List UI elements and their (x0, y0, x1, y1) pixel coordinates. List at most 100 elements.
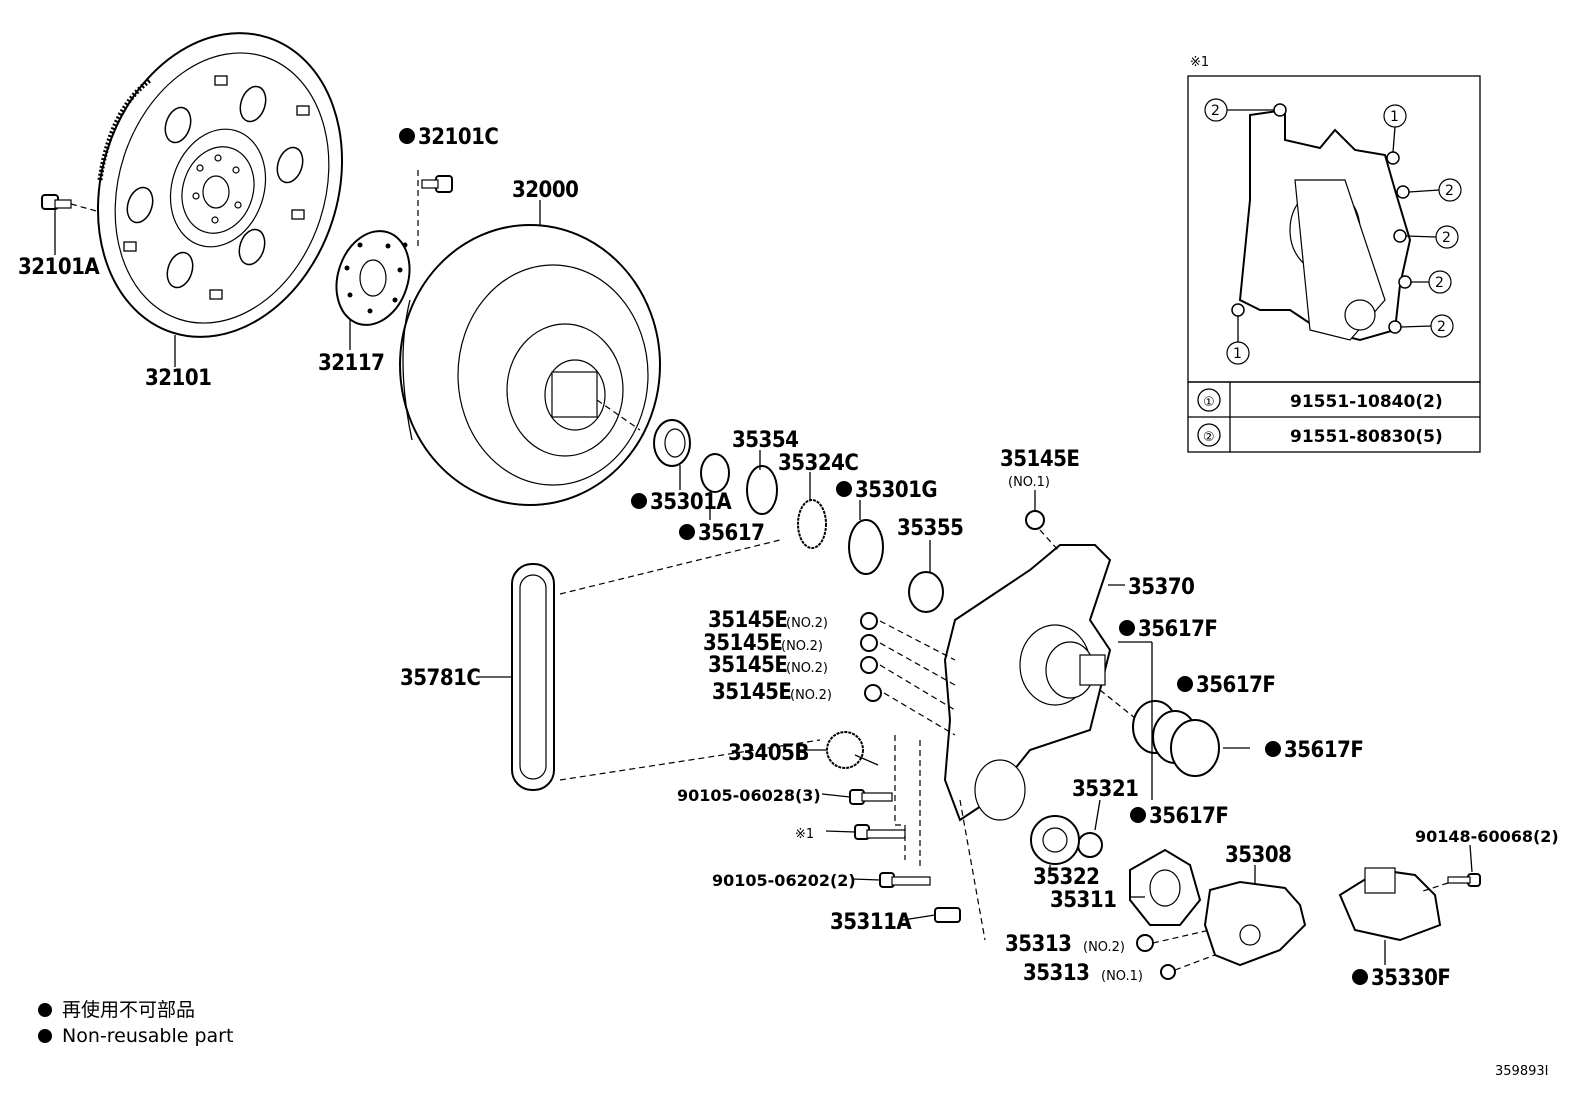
part-label-p90105_06202: 90105-06202(2) (712, 871, 856, 890)
part-label-p35617F_c: 35617F (1265, 738, 1364, 763)
part-number: 35145E (1000, 447, 1079, 472)
inset-detail (1187, 75, 1481, 453)
part-number: 35308 (1225, 843, 1291, 868)
legend-text-en: Non-reusable part (62, 1025, 233, 1047)
part-label-p35322: 35322 (1033, 865, 1100, 890)
part-label-p32101: 32101 (145, 366, 212, 391)
part-label-p35301G: 35301G (836, 478, 938, 503)
nonreusable-marker (631, 493, 647, 509)
part-number: 35617F (1196, 673, 1275, 698)
part-number: 32101A (18, 255, 100, 280)
legend-marker-en (38, 1029, 52, 1043)
part-labels: 32101A3210132101C32117320003535435324C35… (18, 125, 1559, 991)
bolts-90105 (849, 735, 986, 941)
inset-callout-number: 2 (1437, 319, 1446, 335)
part-number: 32101 (145, 366, 211, 391)
rotor-35322 (1030, 815, 1080, 865)
part-number: 35355 (897, 516, 963, 541)
nut-35145E-no1 (1025, 510, 1059, 551)
legend-marker-jp (38, 1003, 52, 1017)
part-label-p35311A: 35311A (830, 910, 913, 935)
part-label-p35145E_no1: 35145E (NO.1) (1000, 447, 1080, 490)
part-number: 35324C (778, 451, 858, 476)
part-number: 35311A (830, 910, 912, 935)
orings-35617F (1132, 700, 1220, 777)
part-label-p90148: 90148-60068(2) (1415, 827, 1559, 846)
part-number: 35617F (1284, 738, 1363, 763)
part-label-p35617: 35617 (679, 521, 765, 546)
nonreusable-marker (1130, 807, 1146, 823)
part-label-p35145E_d: 35145E(NO.2) (712, 680, 832, 705)
part-number: 90105-06202(2) (712, 871, 856, 890)
part-label-p32000: 32000 (512, 178, 579, 203)
part-number: 35370 (1128, 575, 1194, 600)
part-number: 35781C (400, 666, 480, 691)
part-label-p35617F_d: 35617F (1130, 804, 1229, 829)
part-number: 35313 (1023, 961, 1089, 986)
part-number: 32000 (512, 178, 578, 203)
part-number: 35354 (732, 428, 798, 453)
strainer-35330F (1338, 867, 1442, 942)
part-note: (NO.1) (1101, 969, 1143, 984)
sprocket-35324C (797, 499, 827, 549)
part-number: 33405B (728, 741, 809, 766)
part-note: (NO.1) (1008, 475, 1050, 490)
part-number: 35330F (1371, 966, 1450, 991)
nonreusable-marker (399, 128, 415, 144)
part-number: 35617 (698, 521, 764, 546)
inset-callout-number: 2 (1442, 230, 1451, 246)
part-note: (NO.2) (790, 688, 832, 703)
part-label-p_ref1: ※1 (795, 827, 814, 842)
part-note: (NO.2) (786, 661, 828, 676)
part-note: (NO.2) (781, 639, 823, 654)
part-number: 35617F (1138, 617, 1217, 642)
part-number: 35145E (712, 680, 791, 705)
inset-table-key-1: ① (1203, 395, 1215, 410)
part-label-p32101C: 32101C (399, 125, 499, 150)
inset-callout-number: 2 (1435, 275, 1444, 291)
part-label-p35145E_b: 35145E(NO.2) (703, 631, 823, 656)
part-label-p35324C: 35324C (778, 451, 859, 476)
plate-32117 (335, 230, 411, 326)
part-label-p35330F: 35330F (1352, 966, 1451, 991)
nonreusable-marker (1265, 741, 1281, 757)
part-label-p35781C: 35781C (400, 666, 481, 691)
part-number: 35322 (1033, 865, 1099, 890)
inset-callout-number: 1 (1233, 346, 1242, 362)
ring-35354 (746, 465, 778, 515)
bolt-90148 (1419, 873, 1481, 893)
nonreusable-marker (1119, 620, 1135, 636)
part-label-p35301A: 35301A (631, 490, 733, 515)
gear-33405B (826, 731, 879, 769)
part-number: 35617F (1149, 804, 1228, 829)
part-label-p35313_no2: 35313(NO.2) (1005, 932, 1125, 957)
part-label-p35617F_a: 35617F (1119, 617, 1218, 642)
nonreusable-marker (1352, 969, 1368, 985)
chain-35781C (511, 539, 821, 791)
nonreusable-marker (1177, 676, 1193, 692)
part-number: 32101C (418, 125, 498, 150)
part-number: 35145E (703, 631, 782, 656)
part-label-p35145E_a: 35145E(NO.2) (708, 608, 828, 633)
part-label-p90105_06028: 90105-06028(3) (677, 786, 821, 805)
legend-text-jp: 再使用不可部品 (62, 999, 195, 1021)
bolt-32101A (41, 194, 101, 213)
part-label-p35313_no1: 35313 (NO.1) (1023, 961, 1143, 986)
part-number: 35301A (650, 490, 732, 515)
part-number: ※1 (795, 827, 814, 842)
part-label-p32101A: 32101A (18, 255, 101, 280)
part-number: 35321 (1072, 777, 1138, 802)
part-label-p35321: 35321 (1072, 777, 1139, 802)
part-label-p33405B: 33405B (728, 741, 809, 766)
pump-body-35370 (943, 544, 1151, 822)
part-number: 35311 (1050, 888, 1116, 913)
leader-lines (54, 200, 1473, 965)
gear-35321 (1077, 832, 1103, 858)
nonreusable-marker (679, 524, 695, 540)
inset-callout-number: 2 (1211, 103, 1220, 119)
part-number: 32117 (318, 351, 384, 376)
part-label-p35617F_b: 35617F (1177, 673, 1276, 698)
cover-35311 (1129, 848, 1202, 926)
